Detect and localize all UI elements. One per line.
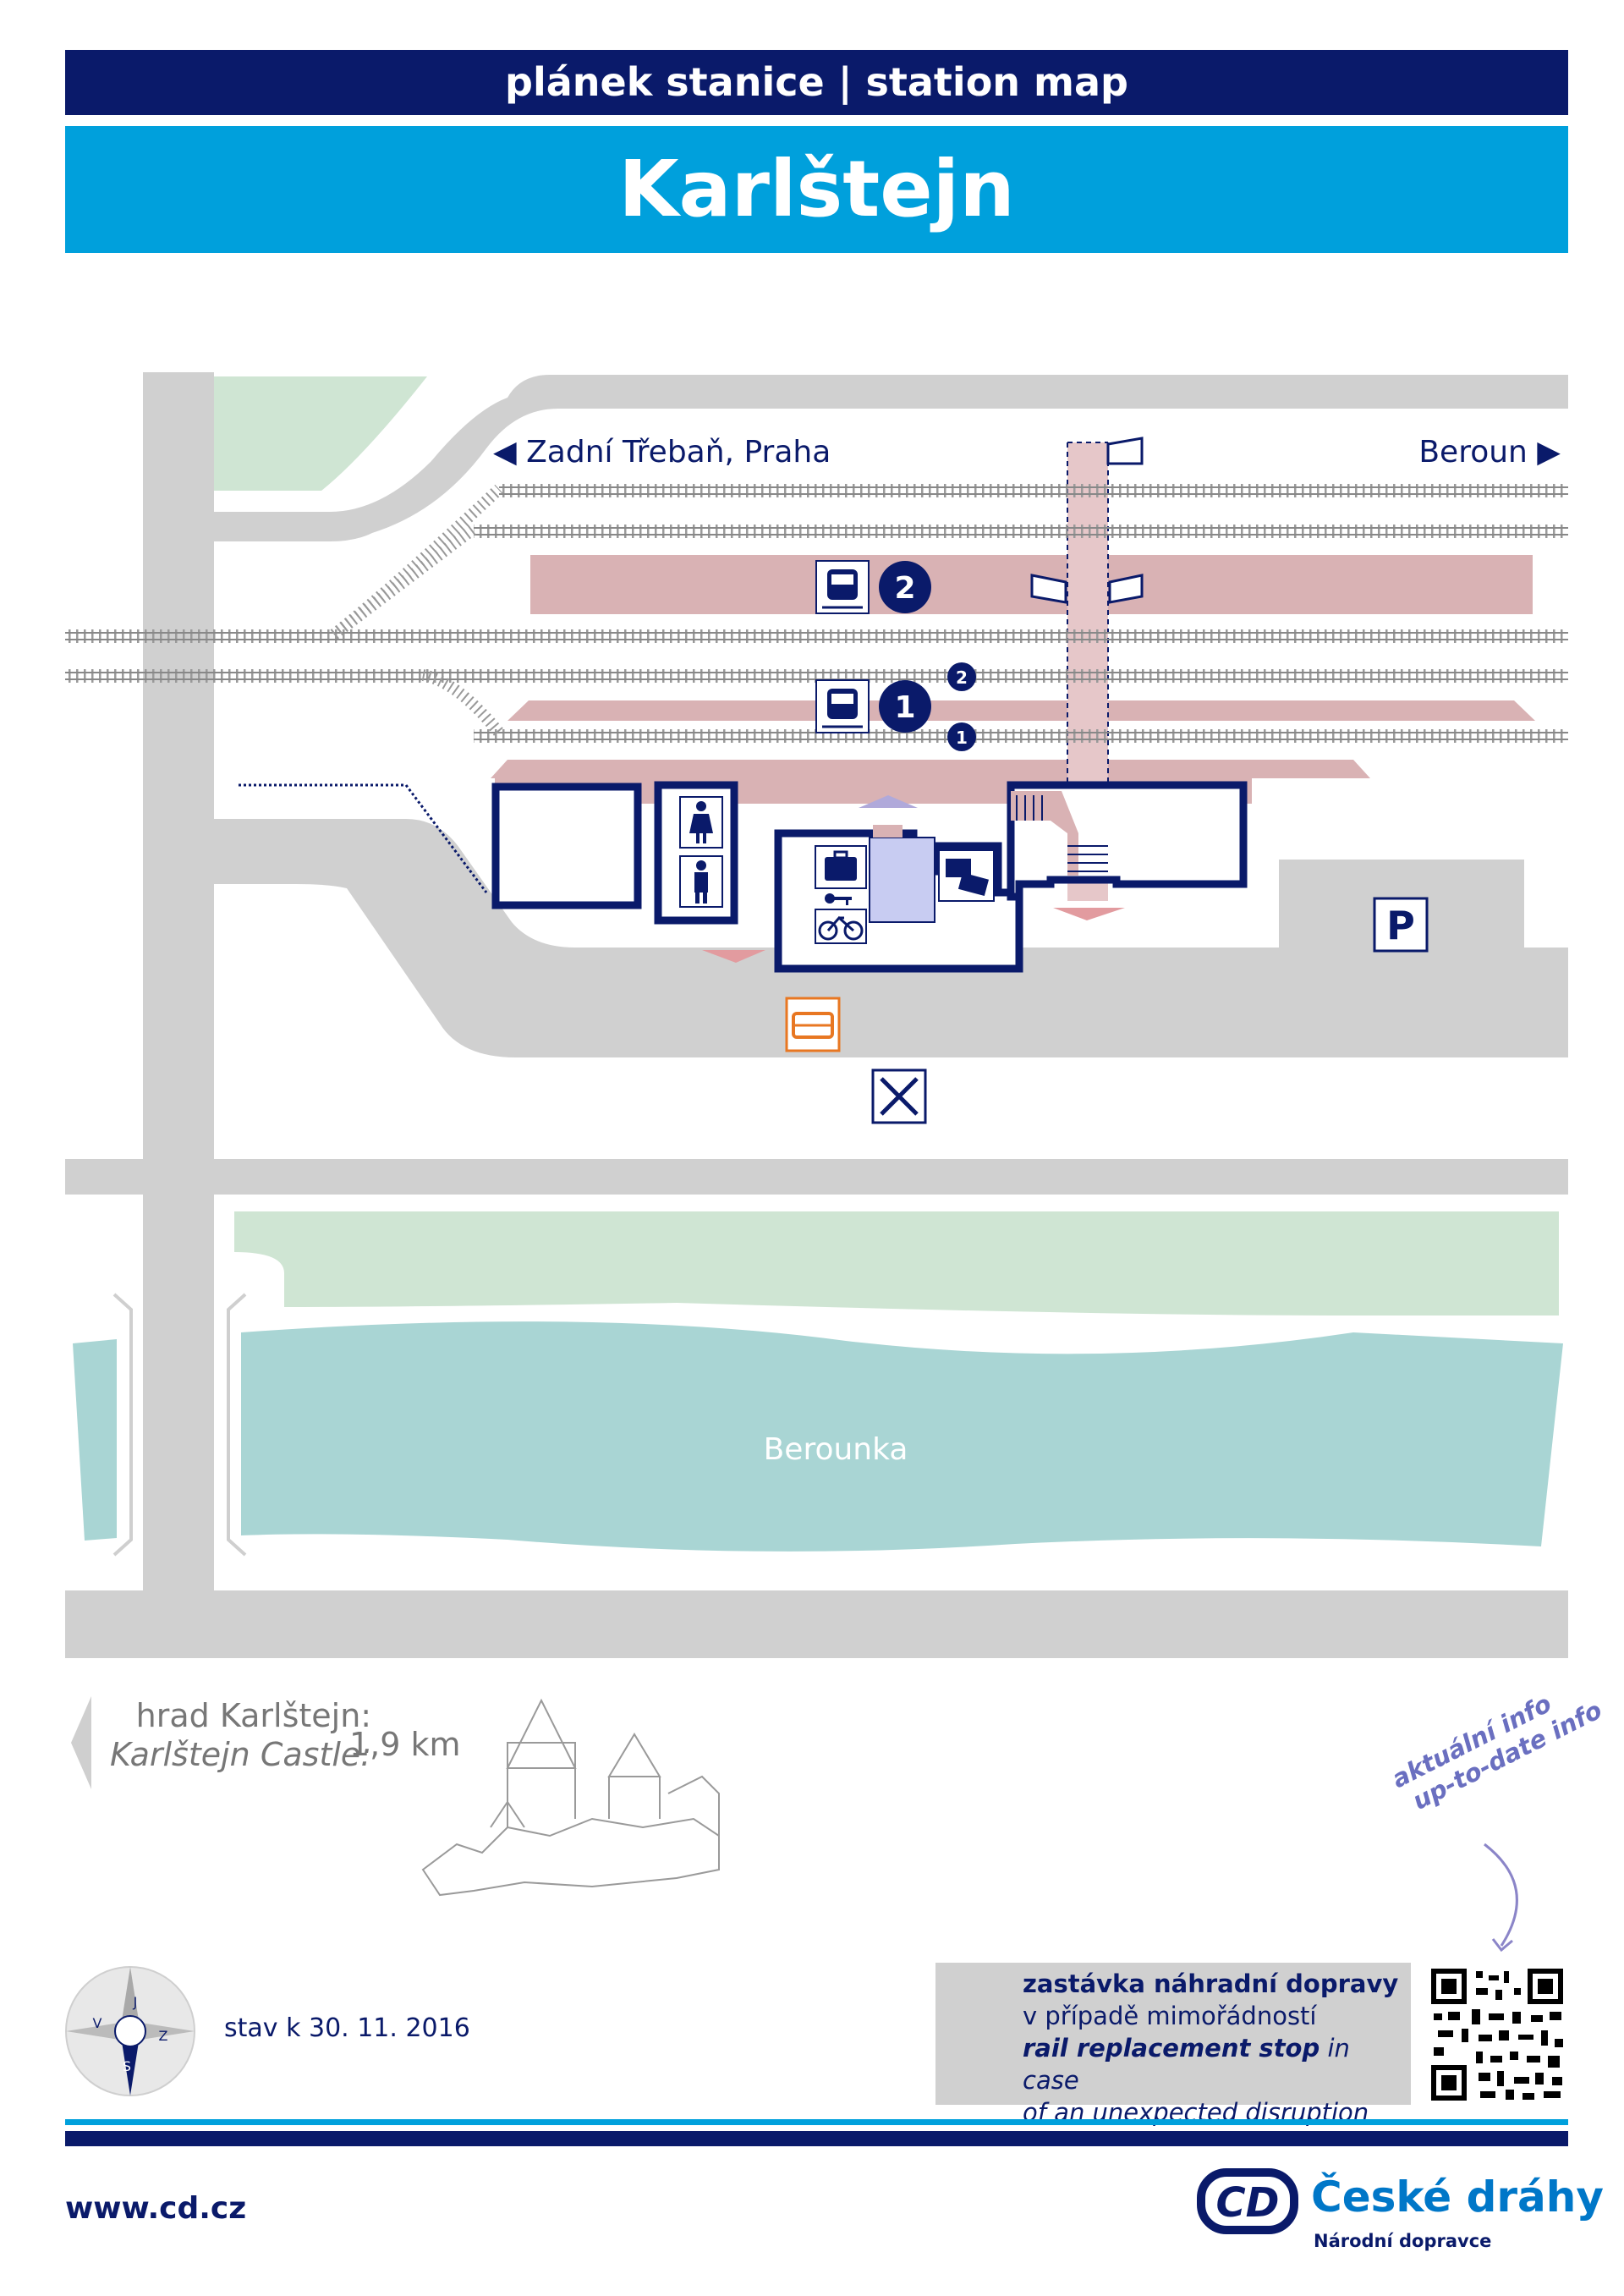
compass-east: Z: [159, 2028, 168, 2044]
cd-logo[interactable]: CD: [1197, 2168, 1298, 2234]
status-date: stav k 30. 11. 2016: [224, 2013, 470, 2043]
train-icon: [815, 560, 870, 614]
grass-area: [214, 376, 427, 491]
river-label: Berounka: [764, 1432, 908, 1467]
platform-1: [508, 700, 1535, 721]
replacement-line3: in case: [1023, 2034, 1350, 2095]
svg-text:1: 1: [894, 690, 915, 725]
footer-bar: [65, 2131, 1568, 2146]
key-icon: [825, 893, 852, 905]
castle-distance: 1,9 km: [349, 1726, 461, 1763]
river-berounka: [241, 1321, 1563, 1552]
grass-area: [234, 1211, 1559, 1316]
man-wc-icon: [679, 855, 723, 908]
replacement-title-en: rail replacement stop: [1023, 2034, 1320, 2063]
direction-east: Beroun ▶: [1418, 435, 1561, 470]
ticket-office: [869, 837, 935, 923]
curved-arrow: [1484, 1843, 1518, 1947]
platform-edge: [491, 760, 1370, 778]
castle-illustration: [421, 1698, 720, 1897]
exit-arrow: [1053, 908, 1125, 920]
restaurant-icon: [871, 1068, 927, 1124]
bicycle-icon: [815, 909, 867, 944]
brand-name: České dráhy: [1311, 2172, 1604, 2222]
track-2-badge: 2: [947, 662, 976, 691]
map-subtitle: plánek stanice | station map: [65, 50, 1568, 115]
luggage-icon: [815, 845, 867, 889]
castle-direction-arrow: [71, 1696, 91, 1789]
ticket-machine-icon: [938, 849, 995, 902]
brand-subtitle: Národní dopravce: [1314, 2231, 1492, 2251]
platform-1-badge: 1: [879, 680, 931, 733]
entrance-arrow: [859, 795, 918, 808]
svg-text:CD: CD: [1215, 2179, 1279, 2227]
bridge-railings: [112, 1293, 247, 1557]
replacement-stop-box: zastávka náhradní dopravy v případě mimo…: [935, 1963, 1411, 2127]
river-segment: [73, 1339, 117, 1541]
station-name: Karlštejn: [65, 126, 1568, 253]
castle-label-cs: hrad Karlštejn:: [135, 1697, 372, 1734]
replacement-line2: v případě mimořádností: [1023, 2002, 1317, 2030]
bus-stop-icon: [785, 997, 841, 1052]
woman-wc-icon: [679, 796, 723, 849]
track-1-badge: 1: [947, 722, 976, 751]
svg-text:2: 2: [894, 571, 915, 606]
svg-text:P: P: [1386, 903, 1415, 948]
website-link[interactable]: www.cd.cz: [65, 2191, 247, 2226]
qr-code[interactable]: [1429, 1967, 1565, 2102]
rail-tracks: [65, 484, 1568, 743]
fence: [239, 783, 488, 893]
compass-west: V: [93, 2015, 102, 2031]
compass: J S Z V: [65, 1966, 195, 2096]
compass-south: S: [123, 2058, 131, 2074]
train-icon: [815, 679, 870, 733]
parking-icon: P: [1373, 897, 1429, 953]
ramp-icon: [1030, 437, 1144, 604]
castle-label-en: Karlštejn Castle:: [110, 1736, 372, 1773]
compass-north: J: [133, 1994, 138, 2010]
castle-label: hrad Karlštejn: Karlštejn Castle:: [110, 1696, 371, 1774]
footer-divider: [65, 2119, 1568, 2125]
platform-2-badge: 2: [879, 561, 931, 613]
replacement-title: zastávka náhradní dopravy: [1023, 1969, 1399, 1998]
direction-west: ◀ Zadní Třebaň, Praha: [493, 435, 831, 470]
entrance: [873, 825, 903, 838]
svg-text:1: 1: [956, 728, 968, 748]
svg-text:2: 2: [956, 667, 968, 688]
stairs-icon: [1011, 791, 1078, 876]
exit-arrow: [702, 950, 765, 963]
